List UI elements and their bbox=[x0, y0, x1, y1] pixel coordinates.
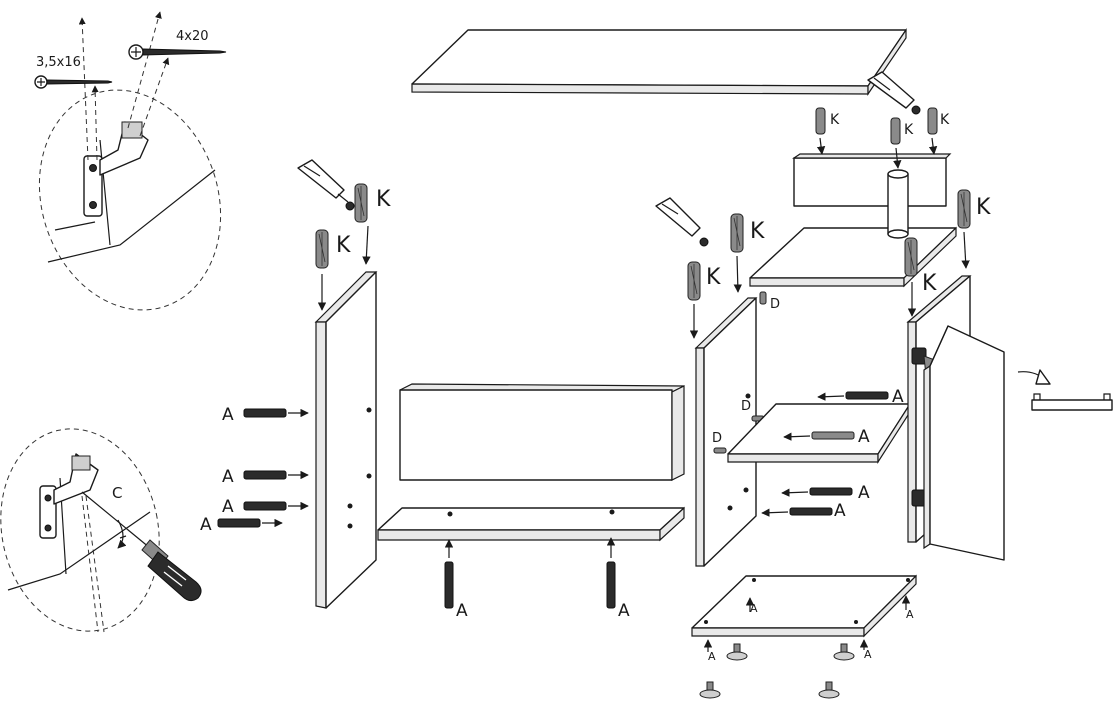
bolt-icon bbox=[811, 431, 855, 440]
middle-partition bbox=[694, 297, 758, 567]
glue-tube-icon bbox=[655, 197, 709, 247]
bolt-label: A bbox=[456, 601, 468, 621]
door-panel bbox=[923, 325, 1005, 561]
dowel-icon bbox=[904, 237, 918, 277]
foot-icon bbox=[726, 643, 748, 661]
dowel-icon bbox=[957, 189, 971, 229]
middle-shelf bbox=[727, 401, 911, 465]
foot-icon bbox=[833, 643, 855, 661]
bolt-label: A bbox=[864, 648, 872, 661]
dowel-label: K bbox=[976, 195, 991, 220]
handle-icon bbox=[1031, 393, 1113, 411]
bolt-label: A bbox=[200, 515, 212, 535]
pin-icon bbox=[713, 447, 727, 454]
dowel-icon bbox=[890, 117, 901, 145]
bottom-shelf bbox=[377, 506, 685, 542]
bolt-icon bbox=[243, 501, 287, 511]
bolt-label: A bbox=[222, 467, 234, 487]
foot-icon bbox=[818, 681, 840, 699]
screw-small-label: 3,5x16 bbox=[36, 55, 81, 70]
pin-set: D D D bbox=[712, 291, 780, 454]
screw-large-icon bbox=[128, 44, 227, 60]
bolt-label: A bbox=[750, 602, 758, 615]
bolt-label: A bbox=[222, 497, 234, 517]
bolt-icon bbox=[606, 561, 616, 609]
dowel-label: K bbox=[922, 271, 937, 296]
left-side-panel bbox=[314, 271, 378, 609]
bolt-label: A bbox=[618, 601, 630, 621]
pin-icon bbox=[759, 291, 767, 305]
center-post bbox=[887, 169, 909, 239]
bolt-icon bbox=[243, 470, 287, 480]
bolt-icon bbox=[243, 408, 287, 418]
bolt-icon bbox=[845, 391, 889, 400]
bolt-icon bbox=[444, 561, 454, 609]
bolt-label: A bbox=[858, 427, 870, 447]
dowel-label: K bbox=[750, 219, 765, 244]
dowel-icon bbox=[315, 229, 329, 269]
hinge-label-detail: C bbox=[112, 484, 122, 502]
upper-rail bbox=[792, 153, 952, 207]
rotate-arrow-icon bbox=[1017, 369, 1051, 385]
dowel-icon bbox=[354, 183, 368, 223]
base-bolt-labels: A A A A bbox=[703, 595, 914, 663]
screwdriver-icon bbox=[81, 491, 202, 602]
bolt-label: A bbox=[222, 405, 234, 425]
dowel-icon bbox=[687, 261, 701, 301]
bolt-set-right: A A A A bbox=[761, 387, 904, 521]
screw-large-label: 4x20 bbox=[176, 29, 209, 44]
screw-small-icon bbox=[34, 75, 113, 89]
detail-hinge-screwdriver: C bbox=[0, 428, 202, 633]
pin-label: D bbox=[741, 399, 751, 414]
glue-tube-icon bbox=[867, 71, 921, 115]
upper-shelf bbox=[749, 226, 957, 288]
bolt-label: A bbox=[834, 501, 846, 521]
bolt-label: A bbox=[892, 387, 904, 407]
bolt-label: A bbox=[858, 483, 870, 503]
dowel-icon bbox=[730, 213, 744, 253]
glue-tube-icon bbox=[297, 159, 355, 211]
bolt-icon bbox=[809, 487, 853, 496]
back-panel bbox=[399, 383, 685, 481]
dowel-label: K bbox=[830, 112, 840, 128]
detail-hinge-screws: 3,5x16 4x20 bbox=[34, 11, 227, 311]
dowel-label: K bbox=[336, 233, 351, 258]
bolt-label: A bbox=[708, 650, 716, 663]
dowel-label: K bbox=[940, 112, 950, 128]
dowel-label: K bbox=[904, 122, 914, 138]
bolt-icon bbox=[789, 507, 833, 516]
dowel-label: K bbox=[376, 187, 391, 212]
base-panel bbox=[691, 574, 917, 638]
pin-label: D bbox=[712, 431, 722, 446]
bolt-label: A bbox=[906, 608, 914, 621]
dowel-label: K bbox=[706, 265, 721, 290]
dowel-icon bbox=[815, 107, 826, 135]
dowel-icon bbox=[927, 107, 938, 135]
bolt-icon bbox=[217, 518, 261, 528]
foot-icon bbox=[699, 681, 721, 699]
pin-label: D bbox=[770, 297, 780, 312]
bolt-set-left: A A A A bbox=[200, 405, 309, 535]
top-panel bbox=[411, 28, 907, 96]
bolt-set-bottom: A A bbox=[444, 537, 630, 621]
